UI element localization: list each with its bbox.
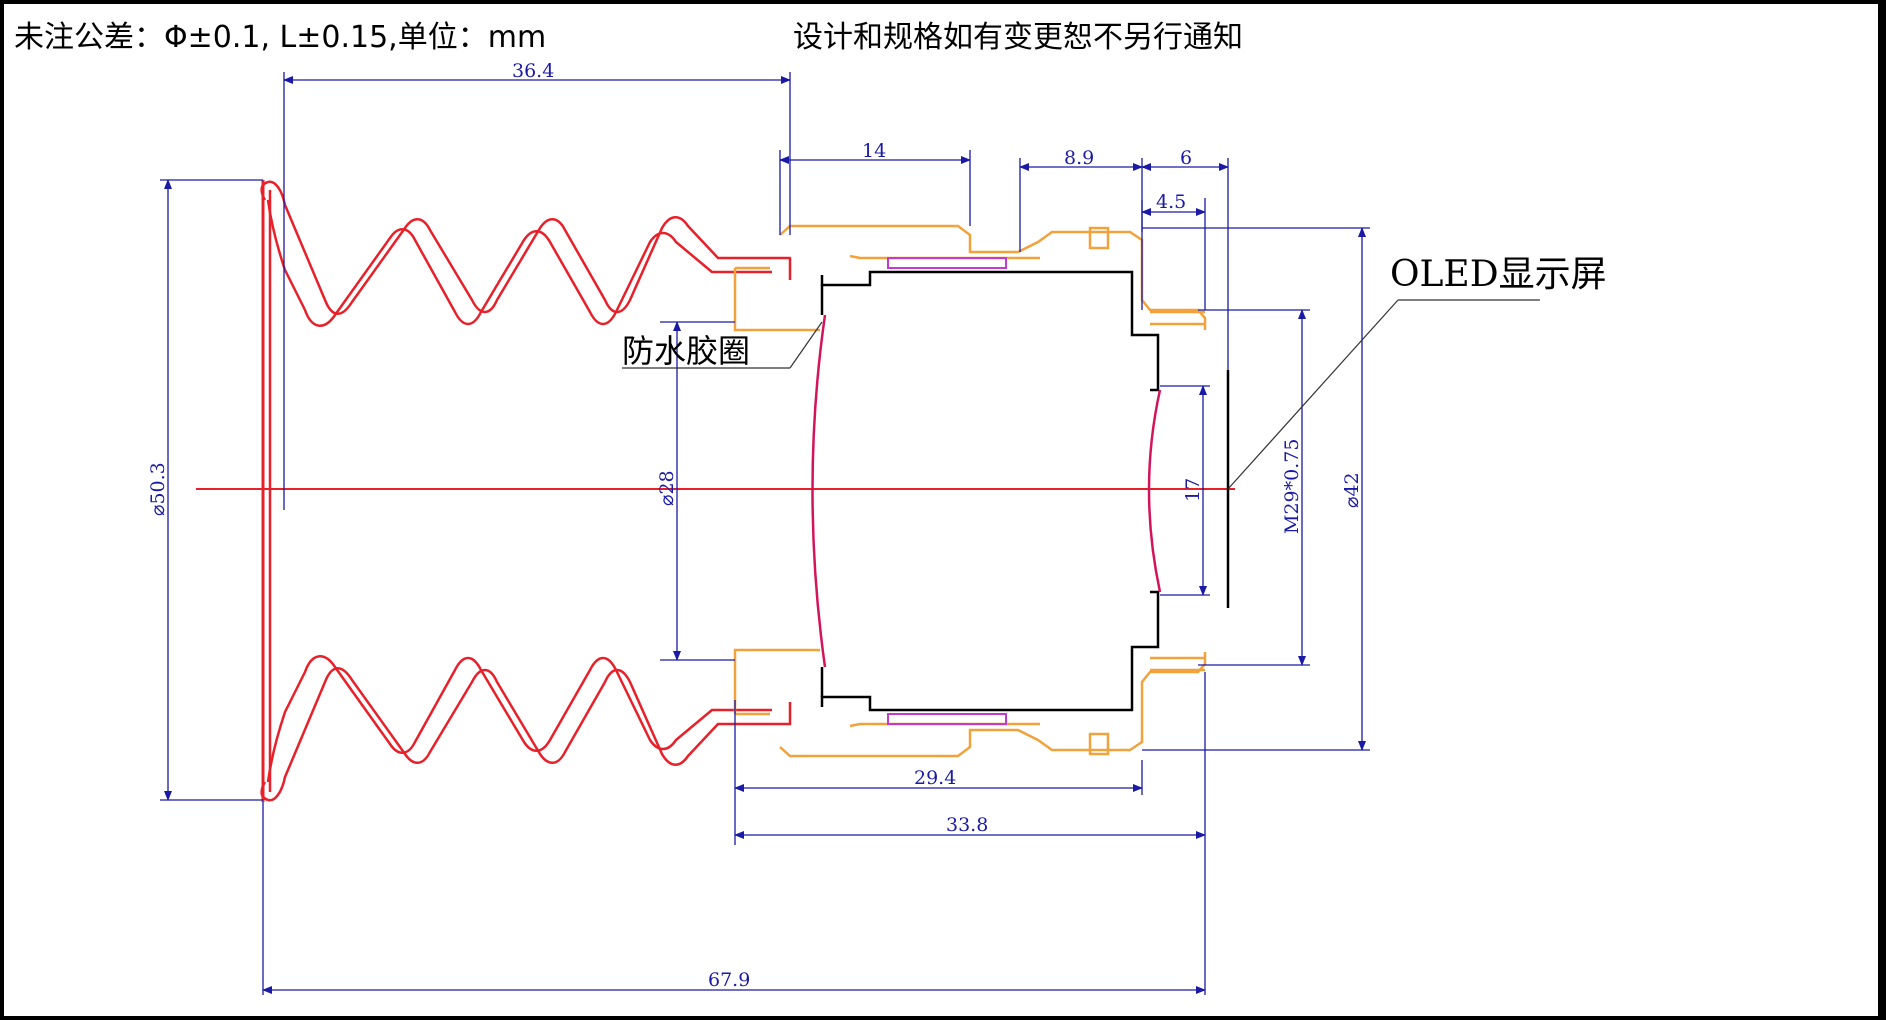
change-notice: 设计和规格如有变更恕不另行通知 (793, 20, 1243, 55)
dim-dia-42: ⌀42 (1341, 472, 1363, 508)
dim-6: 6 (1180, 147, 1192, 169)
dim-29-4: 29.4 (914, 767, 956, 789)
dim-33-8: 33.8 (946, 814, 988, 836)
dim-14: 14 (862, 140, 886, 162)
dim-dia-28: ⌀28 (656, 470, 678, 506)
tolerance-note: 未注公差：Φ±0.1, L±0.15,单位：mm (14, 20, 547, 55)
extension-lines (160, 72, 1370, 995)
lens-housing (733, 224, 1207, 758)
dimension-lines (164, 76, 1366, 994)
callout-oled-display: OLED显示屏 (1390, 254, 1607, 295)
dim-17: 17 (1182, 478, 1204, 502)
callout-waterproof-seal: 防水胶圈 (622, 332, 750, 370)
dim-thread-m29: M29*0.75 (1281, 439, 1303, 534)
dim-67-9: 67.9 (708, 969, 750, 991)
dim-36-4: 36.4 (512, 60, 554, 82)
rubber-eyecup (260, 180, 792, 802)
dim-4-5: 4.5 (1156, 191, 1186, 213)
dim-dia-50-3: ⌀50.3 (147, 462, 169, 516)
drawing-frame: 未注公差：Φ±0.1, L±0.15,单位：mm 设计和规格如有变更恕不另行通知 (4, 4, 1878, 1016)
dim-8-9: 8.9 (1064, 147, 1094, 169)
lens-element (811, 314, 1162, 668)
retaining-ring (887, 257, 1007, 725)
inner-barrel (820, 270, 1160, 712)
callout-leaders (622, 299, 1540, 490)
